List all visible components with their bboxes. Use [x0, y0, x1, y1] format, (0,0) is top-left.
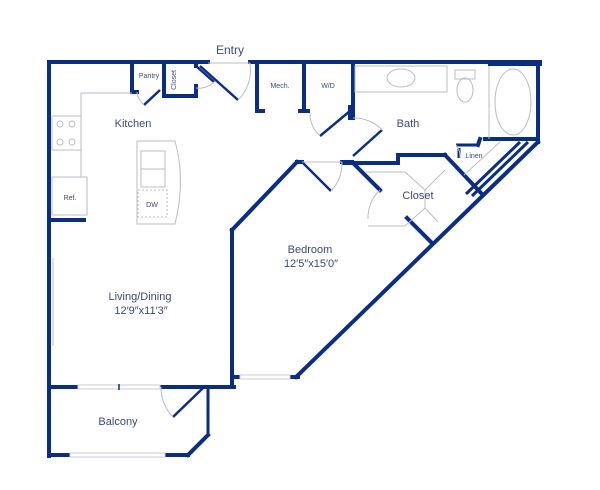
bath-label: Bath [397, 118, 420, 130]
living-dimensions: 12′9″x11′3″ [114, 305, 167, 317]
entry-label: Entry [216, 43, 244, 57]
pantry-label: Pantry [139, 73, 160, 80]
bedroom-dimensions: 12′5″x15′0″ [284, 258, 338, 270]
living-label: Living/Dining [109, 291, 172, 303]
balcony-label: Balcony [98, 416, 138, 428]
closet-label: Closet [402, 190, 433, 202]
bathtub-icon [494, 68, 532, 136]
ref-label: Ref. [64, 195, 77, 202]
windows [69, 374, 291, 458]
toilet-icon [456, 77, 474, 103]
mech-label: Mech. [270, 83, 289, 90]
wd-label: W/D [321, 83, 335, 90]
dw-label: DW [146, 202, 158, 209]
kitchen-label: Kitchen [115, 118, 152, 130]
room-labels: Entry Pantry Closet Kitchen Mech. W/D Ba… [64, 43, 483, 428]
stove-icon [51, 115, 82, 151]
sink-icon [386, 68, 416, 88]
doors [136, 62, 461, 418]
refrigerator-icon [51, 176, 88, 216]
interior-walls [47, 60, 536, 246]
closet-small-label: Closet [171, 70, 178, 90]
linen-label: Linen [465, 153, 482, 160]
exterior-walls [47, 60, 542, 458]
kitchen-island [136, 140, 181, 225]
fixtures [51, 65, 532, 346]
bedroom-label: Bedroom [288, 244, 333, 256]
